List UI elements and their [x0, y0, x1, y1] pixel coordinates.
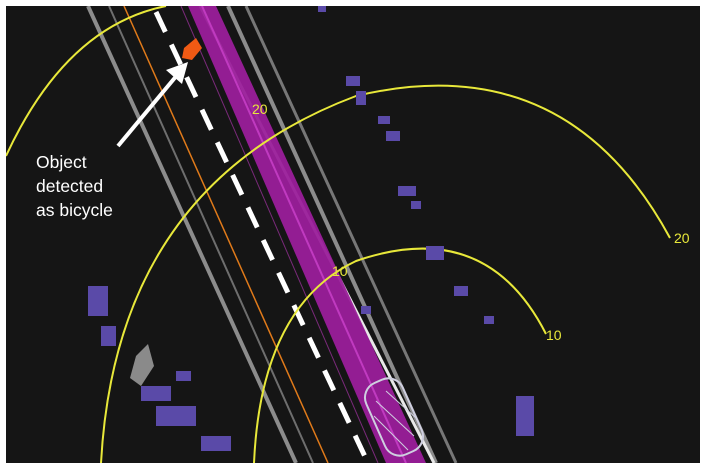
annotation-arrow: [116, 62, 188, 148]
lane-center-dashed: [153, 10, 371, 463]
path-thin-line: [180, 6, 379, 463]
detected-bicycle: [182, 38, 202, 60]
range-ring-outer: [6, 6, 167, 157]
lidar-points: [88, 6, 534, 451]
lidar-visualization: 20 20 10 10: [6, 6, 700, 463]
scene-canvas: 20 20 10 10: [6, 6, 690, 463]
road-edge-left-inner: [108, 6, 314, 463]
annotation-label: Object detected as bicycle: [36, 150, 146, 222]
annotation-line-2: detected: [36, 176, 104, 196]
annotation-line-1: Object: [36, 152, 87, 172]
ring-label-20-outer: 20: [674, 230, 690, 246]
planned-path: [188, 6, 426, 463]
ring-label-10-outer: 10: [546, 327, 562, 343]
road-edge-right-outer: [244, 6, 458, 463]
ring-label-20-inner: 20: [252, 101, 268, 117]
road-edge-left: [86, 6, 298, 463]
ring-label-10-inner: 10: [332, 263, 348, 279]
ego-vehicle: [363, 377, 425, 457]
annotation-line-3: as bicycle: [36, 200, 113, 220]
unknown-object: [130, 344, 154, 386]
range-ring-20: [100, 84, 671, 463]
lane-boundary-orange: [123, 6, 329, 463]
planned-path-center: [201, 6, 407, 463]
range-ring-10: [253, 247, 547, 463]
